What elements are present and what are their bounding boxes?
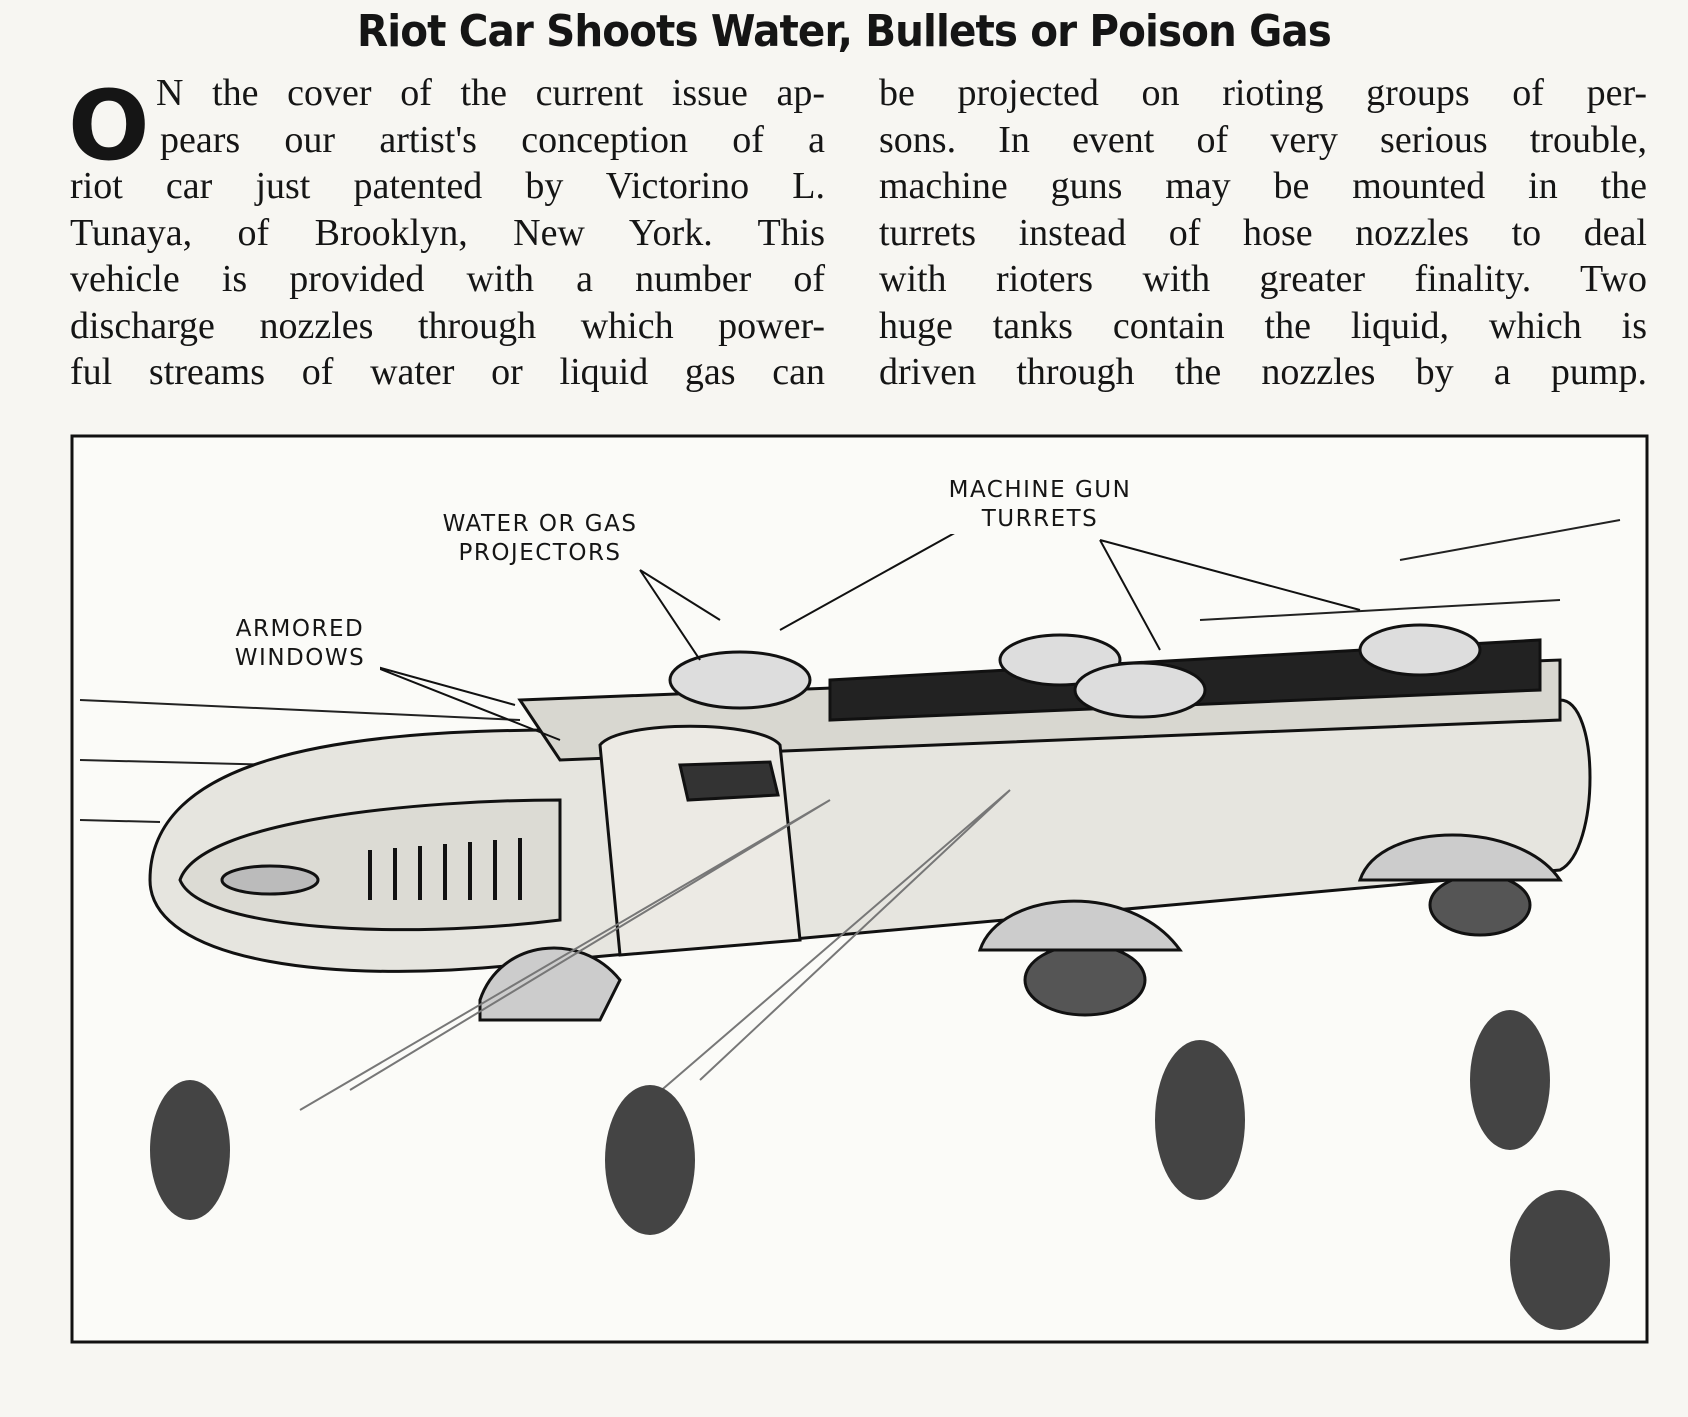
article-title: Riot Car Shoots Water, Bullets or Poison…	[357, 6, 1332, 57]
text-line: ful streams of water or liquid gas can	[70, 351, 825, 393]
spray-streams	[299, 789, 1011, 1111]
text-line: sons. In event of very serious trouble,	[879, 118, 1647, 161]
text-line: vehicle is provided with a number of	[70, 258, 825, 300]
text-line: machine guns may be mounted in the	[879, 165, 1647, 207]
text-line: N the cover of the current issue ap-	[156, 72, 825, 114]
label-leaders	[369, 529, 1361, 741]
turrets	[668, 623, 1482, 719]
label-line: ARMORED	[235, 616, 365, 642]
text-line: discharge nozzles through which power-	[70, 304, 825, 347]
text-line: huge tanks contain the liquid, which is	[879, 304, 1647, 347]
label-projectors: WATER OR GAS PROJECTORS	[420, 510, 660, 568]
label-turrets: MACHINE GUN TURRETS	[920, 476, 1160, 534]
text-line: Tunaya, of Brooklyn, New York. This	[70, 211, 825, 254]
label-windows: ARMORED WINDOWS	[220, 615, 380, 673]
rioter-figures	[150, 1010, 1610, 1330]
drop-cap: O	[68, 70, 150, 182]
text-line: riot car just patented by Victorino L.	[70, 165, 825, 207]
label-line: WATER OR GAS	[442, 511, 638, 537]
text-line: be projected on rioting groups of per-	[879, 72, 1647, 114]
text-line: driven through the nozzles by a pump.	[879, 351, 1647, 393]
label-line: MACHINE GUN	[948, 477, 1132, 503]
right-column: be projected on rioting groups of per- s…	[879, 70, 1647, 396]
label-line: WINDOWS	[234, 645, 366, 671]
left-column: N the cover of the current issue ap- pea…	[70, 70, 825, 396]
car-body	[148, 623, 1592, 1022]
text-line: with rioters with greater finality. Two	[879, 258, 1647, 300]
text-line: turrets instead of hose nozzles to deal	[879, 211, 1647, 254]
label-line: TURRETS	[981, 506, 1099, 532]
label-line: PROJECTORS	[458, 540, 622, 566]
text-line: pears our artist's conception of a	[160, 118, 825, 161]
